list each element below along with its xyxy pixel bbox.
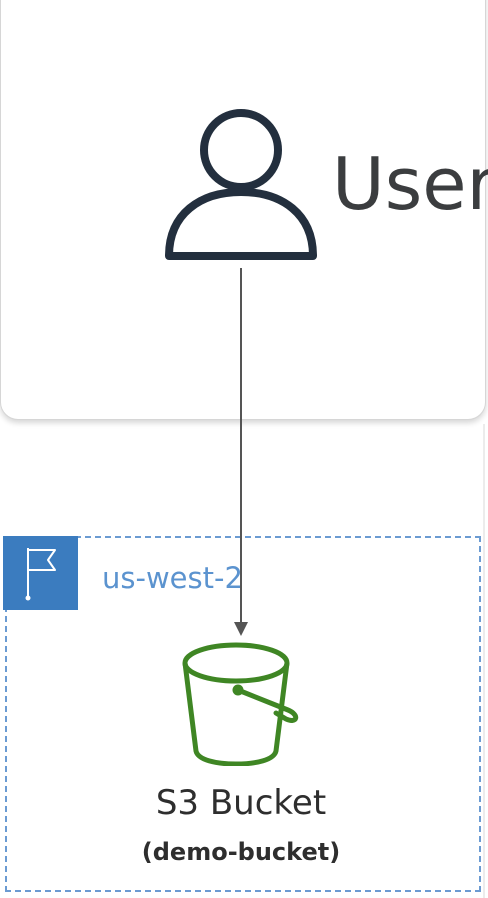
user-label: User (332, 142, 488, 226)
region-label: us-west-2 (102, 561, 243, 595)
user-icon (165, 109, 317, 260)
s3-bucket-icon (182, 642, 299, 766)
flag-icon (25, 548, 56, 601)
bucket-subtitle: (demo-bucket) (141, 838, 341, 866)
user-card (0, 0, 486, 420)
region-flag-badge (3, 536, 78, 610)
bucket-title: S3 Bucket (155, 783, 327, 823)
region-group (5, 536, 481, 892)
card-edge (483, 424, 485, 898)
